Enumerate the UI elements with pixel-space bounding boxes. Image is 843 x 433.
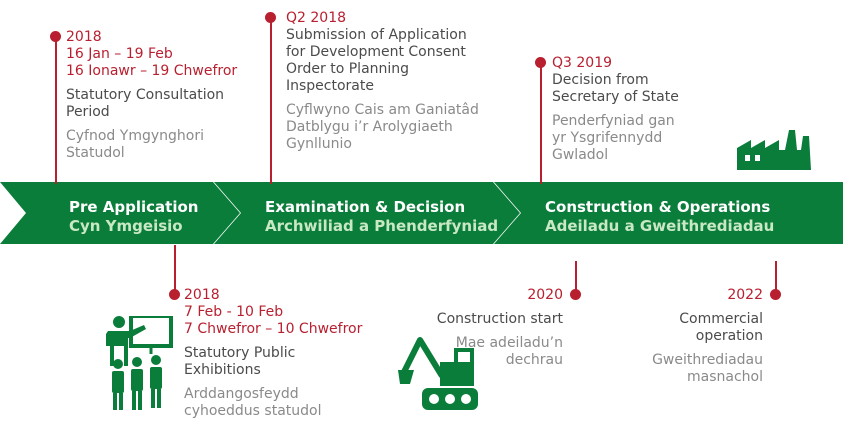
event-text-cy: Mae adeiladu’n bbox=[455, 335, 563, 351]
event-commercial-operation: 2022 Commercial operation Gweithrediadau… bbox=[652, 287, 763, 386]
event-year: 2018 bbox=[66, 29, 102, 45]
marker-stem bbox=[575, 261, 577, 293]
stage-examination: Examination & Decision Archwiliad a Phen… bbox=[265, 198, 498, 236]
marker-stem bbox=[55, 36, 57, 184]
event-text-cy: Cyfnod Ymgynghori bbox=[66, 128, 204, 144]
event-text-en: Statutory Public bbox=[184, 345, 296, 361]
event-text-cy: Arddangosfeydd bbox=[184, 386, 299, 402]
event-text-en: Statutory Consultation bbox=[66, 87, 225, 103]
marker-dot bbox=[265, 12, 276, 23]
stage-chevron-construction bbox=[494, 182, 843, 244]
event-submission: Q2 2018 Submission of Application for De… bbox=[286, 10, 479, 153]
event-year: 2018 bbox=[184, 287, 220, 303]
stage-chevron-pre-application bbox=[0, 182, 240, 244]
marker-dot bbox=[770, 289, 781, 300]
event-text-cy: cyhoeddus statudol bbox=[184, 403, 322, 419]
event-text-cy: Gynllunio bbox=[286, 136, 352, 152]
stage-label-en: Examination & Decision bbox=[265, 198, 466, 216]
event-text-cy: Gweithrediadau bbox=[652, 352, 763, 368]
event-construction-start: 2020 Construction start Mae adeiladu’n d… bbox=[437, 287, 563, 369]
event-text-en: Decision from bbox=[552, 72, 649, 88]
stage-label-en: Construction & Operations bbox=[545, 198, 771, 216]
event-date: 7 Chwefror – 10 Chwefror bbox=[184, 321, 363, 337]
event-text-en: Construction start bbox=[436, 311, 563, 327]
marker-dot bbox=[570, 289, 581, 300]
event-decision: Q3 2019 Decision from Secretary of State… bbox=[552, 55, 679, 164]
event-year: 2022 bbox=[727, 287, 763, 303]
stage-label-cy: Cyn Ymgeisio bbox=[69, 217, 183, 235]
event-date: 16 Jan – 19 Feb bbox=[66, 46, 173, 62]
presentation-icon bbox=[106, 316, 173, 410]
event-exhibitions: 2018 7 Feb - 10 Feb 7 Chwefror – 10 Chwe… bbox=[184, 287, 362, 420]
event-text-en: Secretary of State bbox=[552, 89, 679, 105]
event-date: 16 Ionawr – 19 Chwefror bbox=[66, 63, 238, 79]
event-text-en: Order to Planning bbox=[286, 61, 410, 77]
event-text-en: Commercial bbox=[679, 311, 763, 327]
marker-dot bbox=[169, 289, 180, 300]
event-text-en: operation bbox=[695, 328, 763, 344]
factory-icon bbox=[737, 130, 811, 170]
event-text-cy: Statudol bbox=[66, 145, 125, 161]
stage-label-cy: Archwiliad a Phenderfyniad bbox=[265, 217, 499, 235]
event-text-cy: masnachol bbox=[687, 369, 763, 385]
timeline-banner bbox=[0, 182, 843, 244]
event-text-cy: Gwladol bbox=[552, 147, 609, 163]
event-text-cy: yr Ysgrifennydd bbox=[552, 130, 663, 146]
stage-chevron-examination bbox=[214, 182, 520, 244]
event-text-en: Inspectorate bbox=[286, 78, 374, 94]
event-text-en: for Development Consent bbox=[286, 44, 466, 60]
event-year: 2020 bbox=[527, 287, 563, 303]
event-text-en: Period bbox=[66, 104, 110, 120]
marker-stem bbox=[775, 261, 777, 293]
event-text-en: Exhibitions bbox=[184, 362, 261, 378]
marker-stem bbox=[174, 245, 176, 293]
event-consultation: 2018 16 Jan – 19 Feb 16 Ionawr – 19 Chwe… bbox=[66, 29, 237, 162]
stage-construction: Construction & Operations Adeiladu a Gwe… bbox=[545, 198, 774, 236]
event-text-cy: dechrau bbox=[505, 352, 563, 368]
stage-label-en: Pre Application bbox=[69, 198, 199, 216]
event-date: 7 Feb - 10 Feb bbox=[184, 304, 284, 320]
marker-stem bbox=[540, 62, 542, 184]
marker-dot bbox=[535, 57, 546, 68]
marker-dot bbox=[50, 31, 61, 42]
stage-label-cy: Adeiladu a Gweithrediadau bbox=[545, 217, 775, 235]
excavator-icon bbox=[398, 337, 478, 410]
marker-stem bbox=[270, 17, 272, 184]
event-year: Q3 2019 bbox=[552, 55, 613, 71]
event-year: Q2 2018 bbox=[286, 10, 347, 26]
event-text-cy: Penderfyniad gan bbox=[552, 113, 675, 129]
event-text-cy: Datblygu i’r Arolygiaeth bbox=[286, 119, 453, 135]
stage-pre-application: Pre Application Cyn Ymgeisio bbox=[69, 198, 198, 236]
event-text-en: Submission of Application bbox=[286, 27, 467, 43]
event-text-cy: Cyflwyno Cais am Ganiatâd bbox=[286, 102, 479, 118]
